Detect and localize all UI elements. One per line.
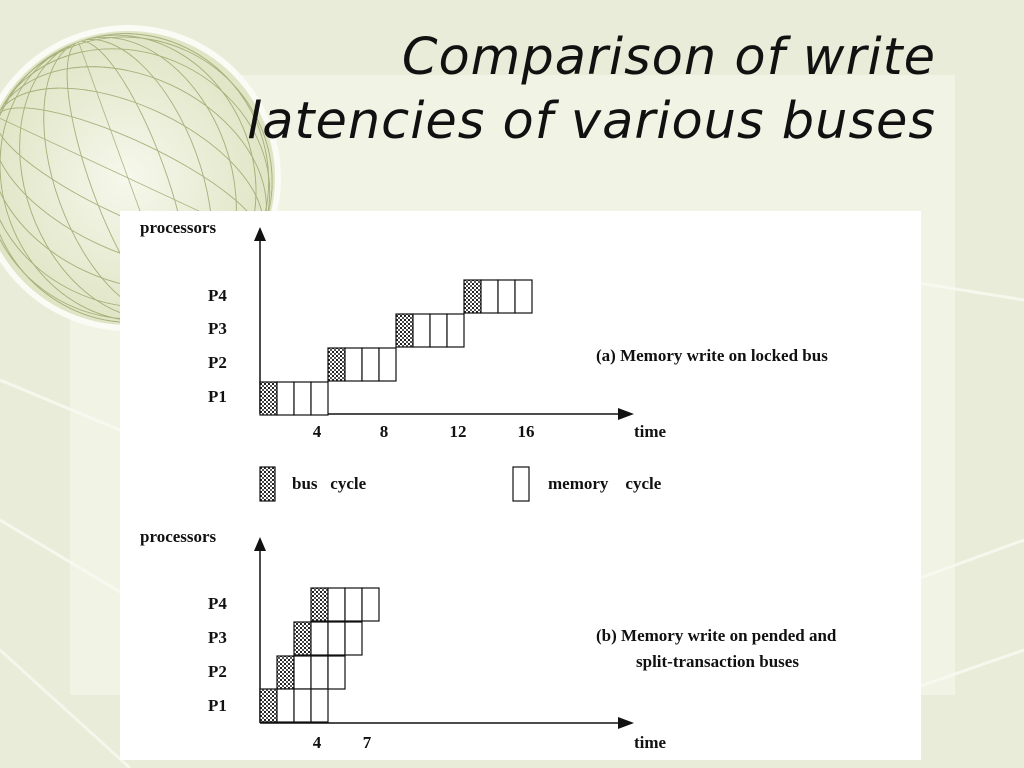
diagram-a-p2-memory-cycle-2 <box>361 347 380 382</box>
diagram-a-p2-memory-cycle-1 <box>344 347 363 382</box>
diagram-a-cells <box>259 279 533 416</box>
diagram-b: processors time P4 P3 P2 P1 4 7 (b) Memo… <box>140 527 837 752</box>
legend-memory-cycle-swatch <box>512 466 530 502</box>
diagram-a-p3-bus-cycle <box>395 313 414 348</box>
diagram-b-p4-memory-cycle-3 <box>361 587 380 622</box>
diagram-b-label-p1: P1 <box>208 696 227 715</box>
diagram-b-label-p4: P4 <box>208 594 227 613</box>
diagram-b-p2-memory-cycle-2 <box>310 655 329 690</box>
diagram-a-p4-memory-cycle-1 <box>480 279 499 314</box>
diagram-a-tick-12: 12 <box>450 422 467 441</box>
diagram-a: processors time P4 P3 P2 P1 4 8 12 16 (a… <box>140 218 828 441</box>
diagram-a-y-axis-label: processors <box>140 218 217 237</box>
diagram-a-x-arrowhead <box>618 408 634 420</box>
diagram-b-p3-memory-cycle-1 <box>310 621 329 656</box>
diagram-a-tick-4: 4 <box>313 422 322 441</box>
diagram-b-tick-7: 7 <box>363 733 372 752</box>
diagram-b-x-axis-label: time <box>634 733 667 752</box>
diagram-a-p1-memory-cycle-2 <box>293 381 312 416</box>
diagram-a-p3-memory-cycle-1 <box>412 313 431 348</box>
diagram-b-p3-memory-cycle-3 <box>344 621 363 656</box>
diagram-b-p4-bus-cycle <box>310 587 329 622</box>
bus-timing-diagram: processors time P4 P3 P2 P1 4 8 12 16 (a… <box>140 218 837 752</box>
diagram-b-tick-4: 4 <box>313 733 322 752</box>
diagram-a-p4-bus-cycle <box>463 279 482 314</box>
diagram-a-x-axis-label: time <box>634 422 667 441</box>
diagram-b-p2-memory-cycle-1 <box>293 655 312 690</box>
diagram-b-p1-memory-cycle-3 <box>310 688 329 723</box>
slide-title-line-2: latencies of various buses <box>247 92 936 151</box>
diagram-b-caption-line-1: (b) Memory write on pended and <box>596 626 837 645</box>
diagram-a-caption: (a) Memory write on locked bus <box>596 346 828 365</box>
diagram-b-cells <box>259 587 380 723</box>
diagram-a-p4-memory-cycle-2 <box>497 279 516 314</box>
legend-memory-cycle-label: memory cycle <box>548 474 662 493</box>
diagram-a-p1-memory-cycle-3 <box>310 381 329 416</box>
figure-panel: processors time P4 P3 P2 P1 4 8 12 16 (a… <box>120 211 921 760</box>
diagram-a-p3-memory-cycle-3 <box>446 313 465 348</box>
diagram-b-p2-memory-cycle-3 <box>327 655 346 690</box>
diagram-a-y-arrowhead <box>254 227 266 241</box>
diagram-a-tick-8: 8 <box>380 422 389 441</box>
diagram-a-label-p2: P2 <box>208 353 227 372</box>
diagram-a-label-p4: P4 <box>208 286 227 305</box>
diagram-b-label-p2: P2 <box>208 662 227 681</box>
diagram-b-p1-bus-cycle <box>259 688 278 723</box>
legend-bus-cycle-label: bus cycle <box>292 474 367 493</box>
diagram-b-p4-memory-cycle-2 <box>344 587 363 622</box>
diagram-b-y-axis-label: processors <box>140 527 217 546</box>
diagram-b-caption-line-2: split-transaction buses <box>636 652 799 671</box>
slide-title-line-1: Comparison of write <box>401 28 936 87</box>
slide-title: Comparison of write latencies of various… <box>176 26 936 154</box>
diagram-a-label-p1: P1 <box>208 387 227 406</box>
diagram-a-p2-bus-cycle <box>327 347 346 382</box>
diagram-a-p2-memory-cycle-3 <box>378 347 397 382</box>
diagram-a-tick-16: 16 <box>518 422 535 441</box>
diagram-b-p1-memory-cycle-2 <box>293 688 312 723</box>
diagram-b-p1-memory-cycle-1 <box>276 688 295 723</box>
diagram-a-p1-bus-cycle <box>259 381 278 416</box>
diagram-a-p1-memory-cycle-1 <box>276 381 295 416</box>
diagram-a-p3-memory-cycle-2 <box>429 313 448 348</box>
diagram-b-label-p3: P3 <box>208 628 227 647</box>
diagram-a-label-p3: P3 <box>208 319 227 338</box>
diagram-b-y-arrowhead <box>254 537 266 551</box>
legend-bus-cycle-swatch <box>259 466 276 502</box>
diagram-b-p3-bus-cycle <box>293 621 312 656</box>
diagram-b-x-arrowhead <box>618 717 634 729</box>
legend: bus cycle memory cycle <box>259 466 662 502</box>
diagram-b-p3-memory-cycle-2 <box>327 621 346 656</box>
diagram-b-p2-bus-cycle <box>276 655 295 690</box>
diagram-a-p4-memory-cycle-3 <box>514 279 533 314</box>
diagram-b-p4-memory-cycle-1 <box>327 587 346 622</box>
